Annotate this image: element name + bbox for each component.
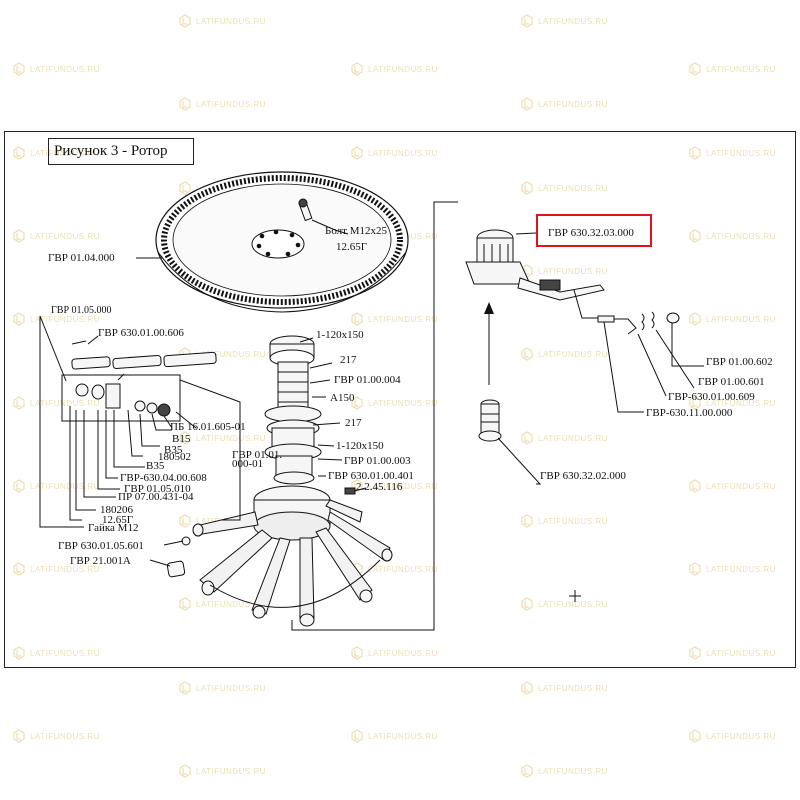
gearbox-lower-part	[478, 399, 502, 442]
label-b15: В15	[172, 433, 191, 445]
label-gvr-0105010: ГВР 01.05.010	[124, 483, 191, 495]
label-gvr-0101-a: ГВР 01.01.	[232, 449, 282, 461]
label-217-mid: 217	[345, 417, 362, 429]
label-gvr-0100004: ГВР 01.00.004	[334, 374, 401, 386]
figure-frame	[4, 131, 796, 668]
label-gvr-0100003: ГВР 01.00.003	[344, 455, 411, 467]
bolt-small-part	[344, 487, 356, 495]
leader-lines	[39, 229, 704, 567]
shaft-parts	[71, 340, 217, 370]
label-gvr-630-0100609: ГВР-630.01.00.609	[668, 391, 755, 403]
center-column	[264, 335, 322, 485]
connection-line	[291, 201, 458, 631]
highlight-box	[536, 214, 652, 247]
bolt-part	[298, 198, 336, 231]
nipple-part	[166, 536, 191, 578]
label-gvr-21001a: ГВР 21.001А	[70, 555, 131, 567]
label-gvr-630-0105601: ГВР 630.01.05.601	[58, 540, 144, 552]
rotor-hub	[192, 485, 393, 627]
crosshair-icon	[569, 590, 581, 602]
label-bolt: Болт М12х25	[325, 225, 387, 237]
label-gvr-630-1100000: ГВР-630.11.00.000	[646, 407, 733, 419]
label-gvr-010400: ГВР 01.04.000	[48, 252, 115, 264]
small-parts-group	[61, 373, 181, 422]
label-180206: 180206	[100, 504, 134, 516]
label-gvr-0100602: ГВР 01.00.602	[706, 356, 773, 368]
arrow-up	[484, 302, 494, 385]
label-gvr-630-0100401: ГВР 630.01.00.401	[328, 470, 414, 482]
figure-title: Рисунок 3 - Ротор	[48, 138, 194, 165]
highlight-label: ГВР 630.32.03.000	[548, 227, 634, 239]
label-gvr-630-010060: ГВР 630.01.00.606	[98, 327, 184, 339]
label-pb: ПБ 16.01.605-01	[170, 421, 246, 433]
label-bearing-mid: 1-120х150	[336, 440, 384, 452]
label-gvr-630-3202000: ГВР 630.32.02.000	[540, 470, 626, 482]
label-pr: ПР 07.00.431-04	[118, 491, 194, 503]
label-217-top: 217	[340, 354, 357, 366]
label-180502: 180502	[158, 451, 191, 463]
label-b35b: В35	[146, 460, 165, 472]
gearbox-assembly	[465, 229, 605, 301]
rotor-wheel	[155, 171, 409, 313]
label-2245116: 2.2.45.116	[356, 481, 403, 493]
tension-parts	[573, 289, 680, 335]
label-bearing-top: 1-120х150	[316, 329, 364, 341]
label-gvr-630-0400608: ГВР-630.04.00.608	[120, 472, 207, 484]
label-gvr-010500: ГВР 01.05.000	[51, 305, 112, 316]
label-nut: Гайка М12	[88, 522, 138, 534]
label-gvr-0100601: ГВР 01.00.601	[698, 376, 765, 388]
label-bolt-class: 12.65Г	[336, 241, 367, 253]
label-class-1265: 12.65Г	[102, 514, 133, 526]
label-b35: В35	[164, 444, 183, 456]
label-gvr-0101-b: 000-01	[232, 458, 263, 470]
label-a150: А150	[330, 392, 355, 404]
